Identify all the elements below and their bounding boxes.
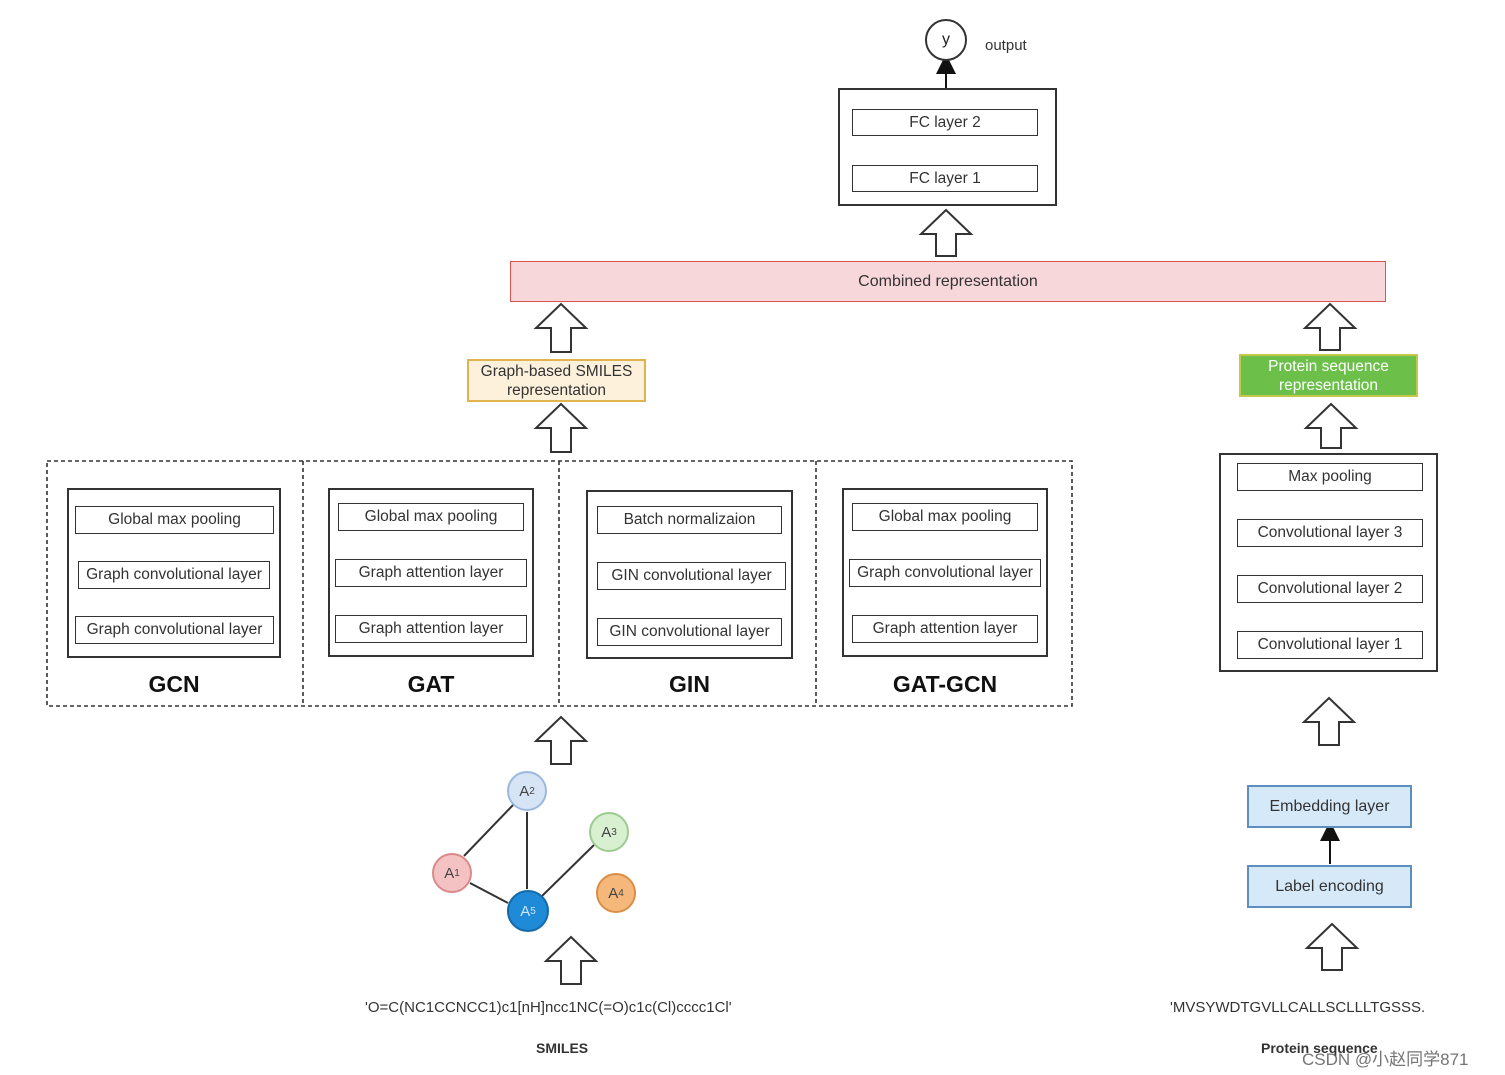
protein-repr-line2: representation	[1278, 376, 1379, 394]
graph-smiles-representation: Graph-based SMILES representation	[467, 359, 646, 402]
protein-sequence-representation: Protein sequence representation	[1239, 354, 1418, 397]
gin-layer-conv-1: GIN convolutional layer	[597, 618, 782, 646]
cnn-layer-conv3: Convolutional layer 3	[1237, 519, 1423, 547]
gat-layer-attn-2: Graph attention layer	[335, 559, 527, 587]
embedding-layer-label: Embedding layer	[1269, 797, 1390, 815]
combined-representation-label: Combined representation	[858, 272, 1038, 290]
watermark: CSDN @小赵同学871	[1302, 1050, 1469, 1069]
fc-layer-2: FC layer 2	[852, 109, 1038, 136]
gcn-title: GCN	[148, 671, 200, 697]
node-a1-sub: 1	[454, 867, 460, 879]
gat-layer-attn-1: Graph attention layer	[335, 615, 527, 643]
node-a2-letter: A	[519, 782, 530, 800]
gatgcn-layer-pooling: Global max pooling	[852, 503, 1038, 531]
embedding-layer: Embedding layer	[1247, 785, 1412, 828]
label-encoding: Label encoding	[1247, 865, 1412, 908]
hollow-arrow-graph-to-combined	[533, 302, 589, 353]
gat-layer-pooling: Global max pooling	[338, 503, 524, 531]
protein-repr-line1: Protein sequence	[1268, 357, 1389, 375]
gat-title: GAT	[407, 671, 455, 697]
combined-representation: Combined representation	[510, 261, 1386, 302]
cnn-layer-conv1: Convolutional layer 1	[1237, 631, 1423, 659]
protein-sequence-string: 'MVSYWDTGVLLCALLSCLLLTGSSS.	[1170, 999, 1426, 1016]
gin-title: GIN	[669, 671, 710, 697]
label-encoding-label: Label encoding	[1275, 877, 1384, 895]
node-a5-letter: A	[520, 902, 531, 920]
cnn-layer-maxpool: Max pooling	[1237, 463, 1423, 491]
fc-layer-1: FC layer 1	[852, 165, 1038, 192]
node-a1-letter: A	[444, 864, 455, 882]
node-a4-sub: 4	[618, 887, 624, 899]
node-a3-sub: 3	[611, 826, 617, 838]
gcn-layer-conv-1: Graph convolutional layer	[75, 616, 274, 644]
hollow-arrow-seq-to-encoding	[1304, 922, 1360, 971]
gatgcn-title: GAT-GCN	[892, 671, 998, 697]
node-a2-sub: 2	[529, 785, 535, 797]
gin-layer-batchnorm: Batch normalizaion	[597, 506, 782, 534]
gcn-layer-conv-2: Graph convolutional layer	[78, 561, 270, 589]
gatgcn-layer-conv: Graph convolutional layer	[849, 559, 1041, 587]
smiles-string: 'O=C(NC1CCNCC1)c1[nH]ncc1NC(=O)c1c(Cl)cc…	[365, 999, 732, 1016]
hollow-arrow-embedding-to-cnn	[1301, 696, 1357, 746]
hollow-arrow-cnn-to-proteinrepr	[1303, 402, 1359, 449]
node-a4-letter: A	[608, 884, 619, 902]
hollow-arrow-protein-to-combined	[1302, 302, 1358, 351]
gcn-layer-pooling: Global max pooling	[75, 506, 274, 534]
graph-edges	[463, 803, 595, 904]
output-node-label: y	[942, 31, 950, 48]
smiles-caption: SMILES	[536, 1040, 589, 1056]
hollow-arrow-graph-to-models	[533, 715, 589, 765]
cnn-layer-conv2: Convolutional layer 2	[1237, 575, 1423, 603]
edge-a1-a5	[469, 882, 509, 904]
node-a5-sub: 5	[530, 905, 536, 917]
hollow-arrow-combined-to-fc	[918, 208, 974, 257]
graph-repr-line1: Graph-based SMILES	[480, 362, 633, 380]
hollow-arrow-smiles-to-graph	[543, 935, 599, 985]
protein-sequence-caption: Protein sequence	[1261, 1040, 1378, 1056]
output-node: y	[925, 19, 967, 61]
gatgcn-layer-attn: Graph attention layer	[852, 615, 1038, 643]
graph-repr-line2: representation	[506, 381, 607, 399]
gin-layer-conv-2: GIN convolutional layer	[597, 562, 786, 590]
edge-a5-a3	[541, 844, 595, 897]
node-a3-letter: A	[601, 823, 612, 841]
hollow-arrows	[533, 208, 1360, 985]
edge-a1-a2	[463, 803, 515, 857]
output-label: output	[985, 37, 1027, 54]
hollow-arrow-models-to-graphrepr	[533, 402, 589, 453]
